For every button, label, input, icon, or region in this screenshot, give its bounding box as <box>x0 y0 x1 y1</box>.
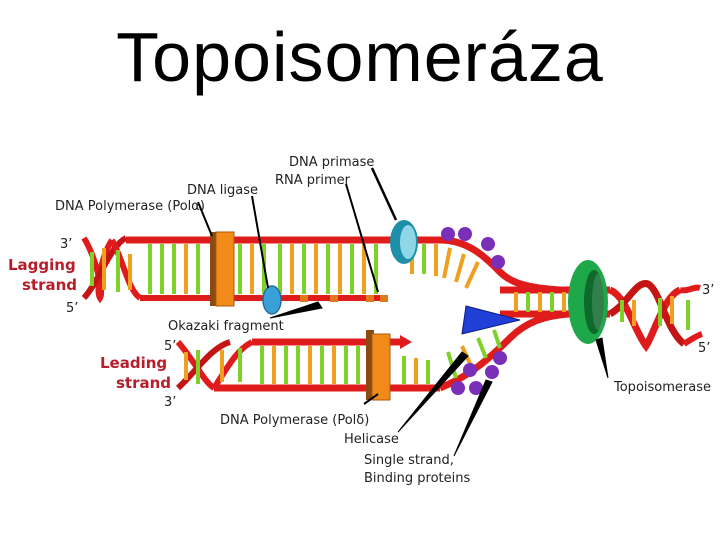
label-pointers <box>197 167 609 457</box>
dna-polymerase-delta <box>366 330 391 401</box>
page-title: Topoisomeráza <box>116 18 604 96</box>
leading-3prime-label: 3’ <box>164 395 176 410</box>
pol-delta-label: DNA Polymerase (Polδ) <box>220 413 369 428</box>
topoisomerase-label: Topoisomerase <box>613 380 711 395</box>
helicase <box>461 305 521 335</box>
dna-ligase-label: DNA ligase <box>187 183 258 198</box>
helicase-label: Helicase <box>344 432 399 447</box>
right-5prime-label: 5’ <box>698 341 710 356</box>
lagging-label-line2: strand <box>22 276 77 294</box>
leading-label-line1: Leading <box>100 354 167 372</box>
lagging-strand-duplex <box>126 236 561 302</box>
dna-ligase <box>262 285 282 315</box>
right-3prime-label: 3’ <box>702 283 714 298</box>
lagging-3prime-label: 3’ <box>60 237 72 252</box>
lagging-5prime-label: 5’ <box>66 301 78 316</box>
lagging-label-line1: Lagging <box>8 256 76 274</box>
leading-label-line2: strand <box>116 374 171 392</box>
dna-primase <box>390 220 418 264</box>
leading-left-helix <box>175 339 254 391</box>
lagging-rungs <box>148 244 480 294</box>
rna-primer-label: RNA primer <box>275 173 351 188</box>
single-strand-binding-proteins <box>441 227 507 395</box>
dna-polymerase-alpha <box>210 231 235 307</box>
pol-alpha-label: DNA Polymerase (Polα) <box>55 199 205 214</box>
dna-primase-label: DNA primase <box>289 155 374 170</box>
lagging-left-helix <box>81 235 142 304</box>
ssb-label-line2: Binding proteins <box>364 471 470 486</box>
leading-5prime-label: 5’ <box>164 339 176 354</box>
ssb-label-line1: Single strand, <box>364 453 454 468</box>
okazaki-fragment-label: Okazaki fragment <box>168 319 284 334</box>
topoisomerase <box>568 260 608 344</box>
